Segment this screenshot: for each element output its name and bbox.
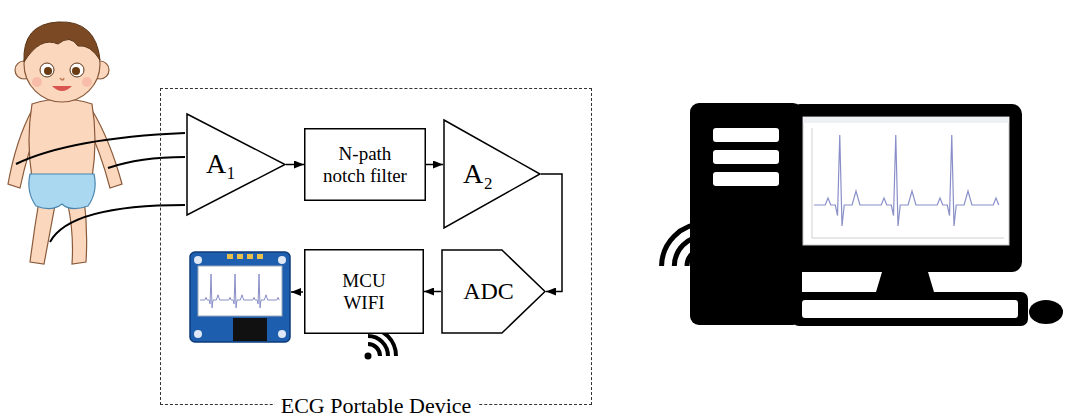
wifi-symbol: [653, 215, 708, 270]
display-arrow: [291, 291, 303, 293]
block-label: ADC: [463, 278, 514, 306]
computer: [790, 104, 1022, 272]
computer: [713, 172, 779, 186]
signal-arrow: [541, 174, 562, 292]
mcu-box: MCU WIFI: [304, 249, 424, 334]
wifi-symbol: [368, 336, 388, 356]
electrode-wire: [50, 205, 185, 242]
computer: [876, 272, 934, 292]
oled-display: [278, 330, 286, 338]
signal-arrow: [286, 164, 304, 166]
wifi-symbol: [365, 353, 372, 360]
filter-box: N-path notch filter: [304, 128, 426, 201]
child-figure: [32, 77, 42, 87]
oled-display: [194, 330, 202, 338]
computer: [713, 128, 779, 142]
wifi-symbol: [368, 344, 380, 356]
oled-display: [190, 252, 290, 342]
wifi-symbol: [653, 215, 704, 266]
amplifier-triangle: A₁: [186, 113, 286, 216]
oled-display: [237, 254, 243, 259]
computer: [792, 292, 1028, 326]
oled-display: [278, 256, 286, 264]
computer: [690, 103, 802, 325]
computer: [814, 135, 999, 226]
child-figure: [40, 63, 54, 77]
block-label: N-path notch filter: [317, 143, 413, 187]
child-figure: [8, 22, 122, 264]
child-figure: [29, 99, 95, 178]
computer: [812, 238, 1004, 239]
device-boundary: ECG Portable DeviceA₁N-path notch filter…: [160, 88, 592, 405]
oled-display: [200, 274, 279, 308]
computer: [713, 150, 779, 164]
signal-arrow: [426, 164, 443, 166]
oled-display: [190, 252, 290, 342]
adc-block: ADC: [441, 249, 546, 334]
oled-display: [194, 256, 202, 264]
computer: [690, 103, 1063, 326]
computer: [803, 117, 1009, 245]
oled-display: [257, 254, 263, 259]
child-figure: [82, 77, 92, 87]
oled-display: [198, 266, 282, 316]
computer: [803, 117, 1009, 123]
oled-display: [200, 274, 279, 308]
child-figure: [29, 174, 95, 209]
boundary-label: ECG Portable Device: [275, 393, 478, 418]
computer: [802, 300, 1018, 318]
computer: [812, 128, 813, 238]
child-figure: [52, 86, 72, 91]
amplifier-triangle-outline: [186, 113, 286, 216]
block-label: A₁: [206, 148, 236, 180]
child-figure: [70, 63, 84, 77]
block-label: MCU WIFI: [333, 270, 395, 314]
oled-display: [227, 254, 233, 259]
oled-display: [233, 318, 267, 341]
oled-display: [247, 254, 253, 259]
signal-arrow: [424, 291, 441, 293]
amplifier-triangle: A₂: [443, 119, 541, 229]
child-figure: [72, 67, 80, 75]
child-figure: [24, 22, 100, 62]
wifi-symbol: [684, 246, 704, 266]
computer: [1029, 300, 1063, 324]
child-figure: [44, 67, 52, 75]
child-figure: [60, 78, 64, 80]
computer: [814, 135, 999, 226]
wifi-symbol: [700, 262, 708, 270]
block-label: A₂: [463, 158, 493, 190]
electrode-wire: [108, 157, 185, 168]
